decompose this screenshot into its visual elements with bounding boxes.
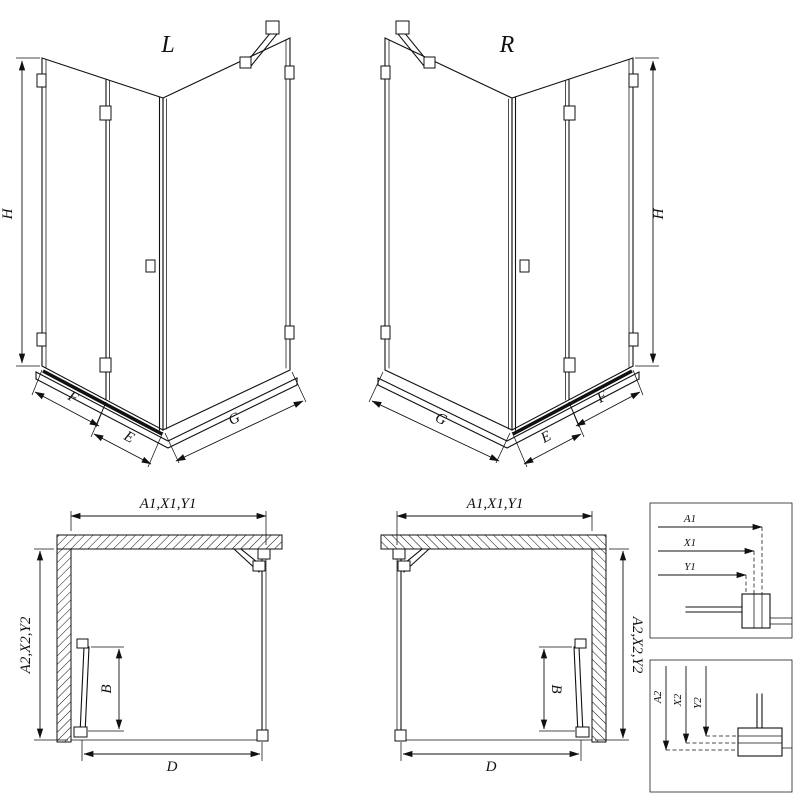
variant-label-right: R: [499, 32, 515, 58]
plan-left-door-dim-label: B: [99, 684, 115, 693]
plan-view-right-geometry: [381, 511, 629, 761]
plan-left-top-dim-label: A1,X1,Y1: [139, 496, 197, 512]
dim-label-f-left: F: [64, 388, 81, 407]
detail-x1-label: X1: [683, 537, 696, 549]
plan-view-left-geometry: [34, 511, 282, 761]
plan-right-width-dim-label: D: [485, 759, 497, 775]
dim-label-e-left: E: [120, 428, 136, 447]
dim-label-f-right: F: [593, 388, 610, 407]
dim-label-height-right: H: [651, 207, 667, 220]
detail-heights: A2 X2 Y2: [649, 659, 793, 793]
detail-y2-label: Y2: [692, 697, 704, 709]
iso-view-right-geometry: [369, 21, 659, 467]
detail-y1-label: Y1: [684, 561, 696, 573]
variant-label-left: L: [160, 32, 174, 58]
dim-label-height-left: H: [0, 207, 16, 220]
detail-widths: A1 X1 Y1: [649, 502, 793, 639]
plan-right-top-dim-label: A1,X1,Y1: [466, 496, 524, 512]
detail-x2-label: X2: [672, 693, 684, 707]
detail-a2-label: A2: [652, 690, 664, 704]
plan-left-side-dim-label: A2,X2,Y2: [18, 616, 34, 674]
iso-view-left-geometry: [16, 21, 306, 467]
plan-right-door-dim-label: B: [548, 684, 564, 693]
detail-a1-label: A1: [683, 513, 696, 525]
dim-label-e-right: E: [537, 428, 553, 447]
plan-right-side-dim-label: A2,X2,Y2: [629, 616, 645, 674]
plan-left-width-dim-label: D: [166, 759, 178, 775]
